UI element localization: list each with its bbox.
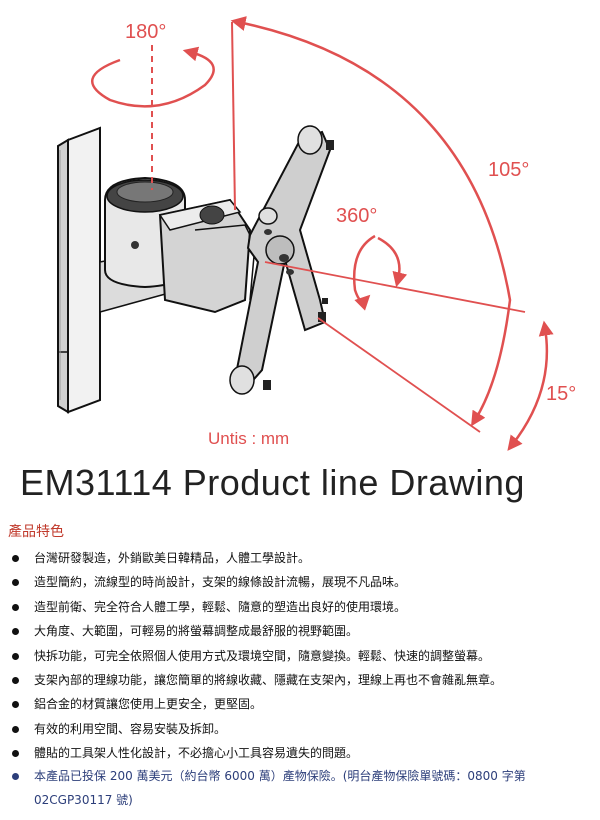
- bullet-icon: [12, 750, 19, 758]
- bullet-icon: [12, 725, 19, 733]
- angle-label-105: 105°: [488, 159, 529, 181]
- rotate-360-indicator: 360°: [336, 205, 408, 311]
- wall-plate: [57, 126, 182, 414]
- tilt-105-indicator: 105°: [230, 16, 529, 427]
- drawing-title: EM31114 Product line Drawing: [20, 462, 525, 503]
- swing-arm: [158, 198, 256, 314]
- insurance-text: 本產品已投保 200 萬美元（約台幣 6000 萬）產物保險。(明台產物保險單號…: [34, 769, 526, 807]
- swivel-180-indicator: 180°: [91, 21, 215, 190]
- bullet-icon: [12, 701, 19, 709]
- units-label: Untis : mm: [208, 429, 289, 448]
- angle-label-360: 360°: [336, 205, 377, 227]
- bullet-icon: [12, 579, 19, 587]
- product-line-drawing: 180° 105° 360° 15° Untis : mm: [57, 16, 576, 451]
- bullet-icon: [12, 677, 19, 685]
- bullet-icon: [12, 555, 19, 562]
- insurance-note: 本產品已投保 200 萬美元（約台幣 6000 萬）產物保險。(明台產物保險單號…: [8, 764, 588, 812]
- list-item: 鋁合金的材質讓您使用上更安全，更堅固。: [8, 692, 592, 716]
- list-item: 造型簡約，流線型的時尚設計，支架的線條設計流暢，展現不凡品味。: [8, 570, 592, 594]
- bullet-icon: [12, 628, 19, 636]
- bullet-icon: [12, 652, 19, 660]
- angle-label-180: 180°: [125, 21, 166, 43]
- bullet-icon: [12, 773, 19, 780]
- list-item: 體貼的工具架人性化設計，不必擔心小工具容易遺失的問題。: [8, 741, 592, 765]
- angle-label-15: 15°: [546, 383, 576, 405]
- bullet-icon: [12, 603, 19, 611]
- list-item: 造型前衛、完全符合人體工學，輕鬆、隨意的塑造出良好的使用環境。: [8, 595, 592, 619]
- list-item: 台灣研發製造，外銷歐美日韓精品，人體工學設計。: [8, 546, 592, 570]
- list-item: 大角度、大範圍，可輕易的將螢幕調整成最舒服的視野範圍。: [8, 619, 592, 643]
- features-heading: 產品特色: [8, 524, 64, 540]
- features-list: 台灣研發製造，外銷歐美日韓精品，人體工學設計。 造型簡約，流線型的時尚設計，支架…: [8, 546, 592, 766]
- list-item: 有效的利用空間、容易安裝及拆卸。: [8, 717, 592, 741]
- list-item: 快拆功能，可完全依照個人使用方式及環境空間，隨意變換。輕鬆、快速的調整螢幕。: [8, 644, 592, 668]
- list-item: 支架內部的理線功能，讓您簡單的將線收藏、隱藏在支架內，理線上再也不會雜亂無章。: [8, 668, 592, 692]
- tilt-15-indicator: 15°: [317, 317, 576, 451]
